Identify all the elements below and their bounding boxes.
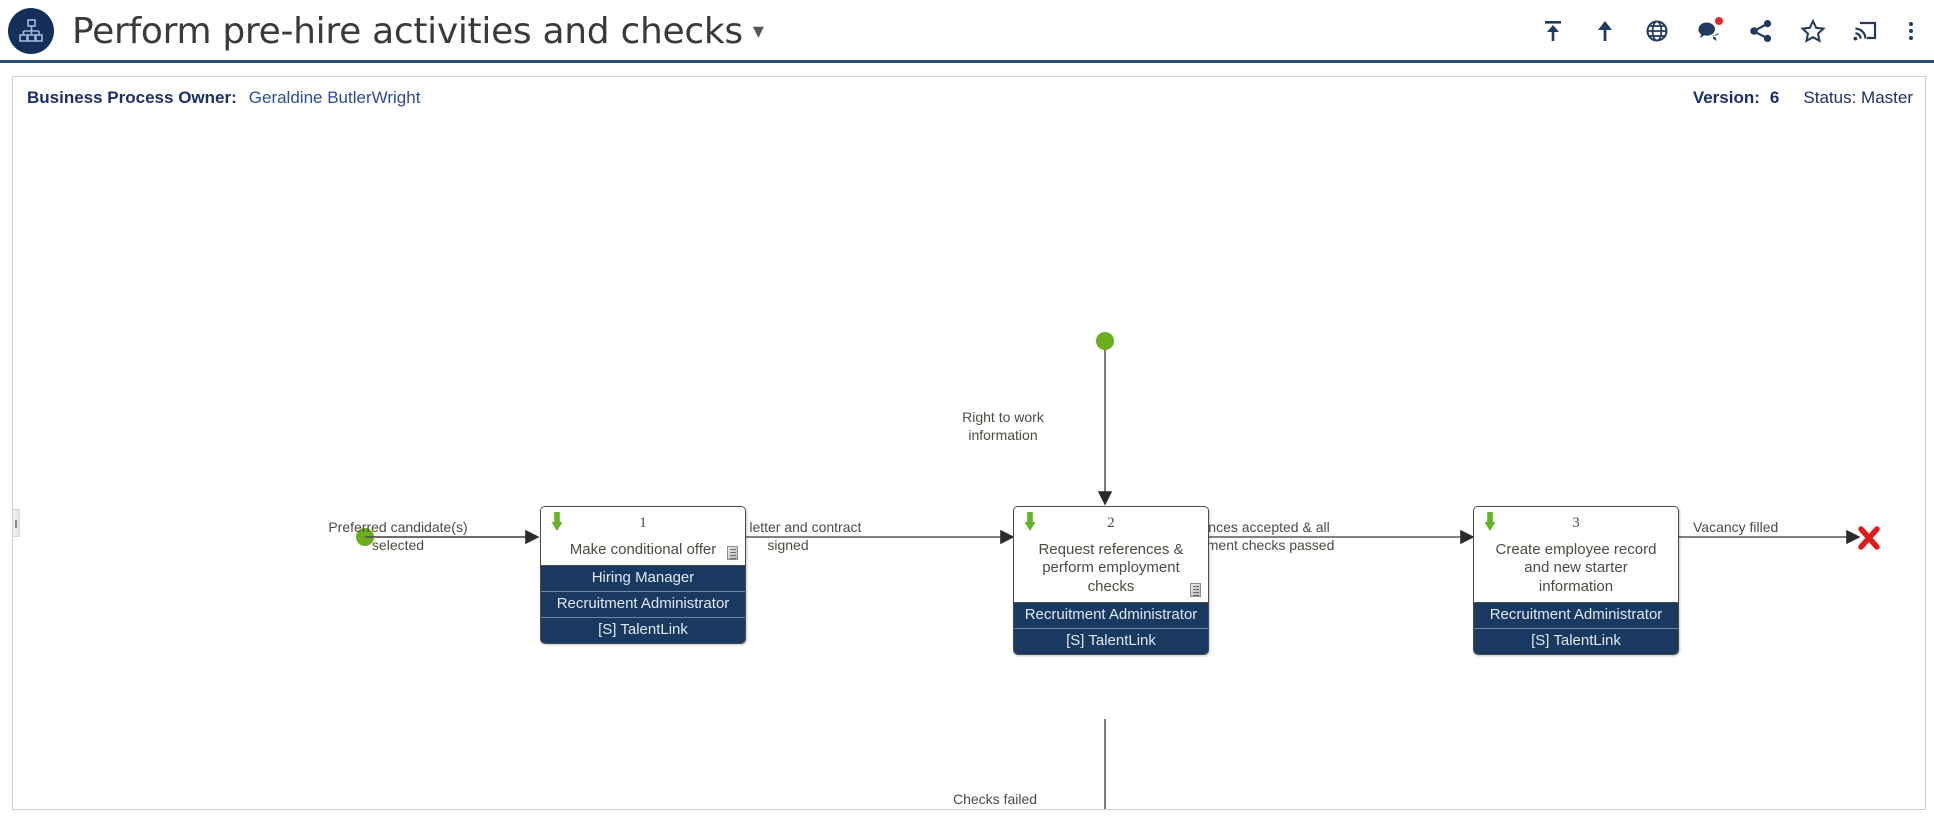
- process-meta-bar: Business Process Owner: Geraldine Butler…: [13, 77, 1925, 119]
- process-step-3[interactable]: 3 Create employee record and new starter…: [1473, 506, 1679, 655]
- process-step-2-title: Request references & perform employment …: [1038, 541, 1184, 595]
- process-step-1-role: Hiring Manager: [541, 565, 745, 592]
- process-step-2-system: [S] TalentLink: [1014, 627, 1208, 654]
- drill-down-arrow-icon: [1024, 512, 1036, 531]
- owner-value[interactable]: Geraldine ButlerWright: [248, 88, 421, 107]
- process-step-1-system: [S] TalentLink: [541, 617, 745, 644]
- flow-label-vacancy-filled: Vacancy filled: [1693, 519, 1779, 535]
- start-node-top: [1096, 332, 1114, 350]
- process-step-1[interactable]: 1 Make conditional offer Hiring Manager …: [540, 506, 746, 645]
- process-step-3-role: Recruitment Administrator: [1474, 601, 1678, 628]
- title-dropdown-caret[interactable]: ▾: [752, 18, 764, 43]
- diagram-panel: Business Process Owner: Geraldine Butler…: [12, 76, 1926, 810]
- page-title: Perform pre-hire activities and checks: [72, 10, 743, 52]
- header-toolbar: [1538, 16, 1934, 46]
- sidebar-collapse-handle[interactable]: [13, 509, 20, 537]
- comment-icon[interactable]: [1694, 16, 1724, 46]
- share-icon[interactable]: [1746, 16, 1776, 46]
- version-status-group: Version: 6 Status: Master: [1693, 88, 1913, 108]
- attachment-icon[interactable]: [1190, 582, 1201, 597]
- status-text: Status: Master: [1803, 88, 1913, 107]
- flow-connectors: [356, 332, 1880, 809]
- header-left-group: Perform pre-hire activities and checks ▾: [0, 8, 764, 54]
- app-header: Perform pre-hire activities and checks ▾: [0, 0, 1934, 62]
- end-node-right: [1858, 526, 1880, 550]
- globe-icon[interactable]: [1642, 16, 1672, 46]
- attachment-icon[interactable]: [727, 546, 738, 561]
- process-step-3-title: Create employee record and new starter i…: [1495, 541, 1657, 595]
- process-step-3-system: [S] TalentLink: [1474, 627, 1678, 654]
- version-label: Version:: [1692, 88, 1760, 107]
- flow-label-preferred-candidate: Preferred candidate(s) selected: [328, 519, 468, 553]
- process-step-3-header: 3 Create employee record and new starter…: [1474, 507, 1678, 602]
- process-step-2-header: 2 Request references & perform employmen…: [1014, 507, 1208, 602]
- star-icon[interactable]: [1798, 16, 1828, 46]
- comment-notification-badge: [1715, 17, 1723, 25]
- version-value: 6: [1769, 88, 1780, 107]
- kebab-dot: [1909, 22, 1913, 26]
- owner-label: Business Process Owner:: [27, 88, 237, 107]
- more-options-icon[interactable]: [1902, 16, 1920, 46]
- business-process-owner: Business Process Owner: Geraldine Butler…: [27, 88, 420, 108]
- process-step-1-header: 1 Make conditional offer: [541, 507, 745, 566]
- drill-down-arrow-icon: [551, 512, 563, 531]
- flow-label-right-to-work: Right to work information: [962, 409, 1044, 443]
- process-step-1-number: 1: [639, 515, 647, 531]
- process-flow-diagram: Preferred candidate(s) selected Offer le…: [13, 119, 1925, 809]
- process-step-1-role: Recruitment Administrator: [541, 591, 745, 618]
- process-step-2[interactable]: 2 Request references & perform employmen…: [1013, 506, 1209, 655]
- cast-icon[interactable]: [1850, 16, 1880, 46]
- go-up-icon[interactable]: [1590, 16, 1620, 46]
- process-step-2-number: 2: [1107, 515, 1115, 531]
- flow-label-checks-failed: Checks failed: [953, 791, 1038, 807]
- process-step-1-title: Make conditional offer: [569, 541, 717, 558]
- process-step-2-role: Recruitment Administrator: [1014, 601, 1208, 628]
- go-to-top-icon[interactable]: [1538, 16, 1568, 46]
- header-divider: [0, 60, 1934, 63]
- kebab-dot: [1909, 29, 1913, 33]
- org-chart-icon[interactable]: [8, 8, 54, 54]
- process-step-3-number: 3: [1572, 515, 1580, 531]
- kebab-dot: [1909, 36, 1913, 40]
- drill-down-arrow-icon: [1484, 512, 1496, 531]
